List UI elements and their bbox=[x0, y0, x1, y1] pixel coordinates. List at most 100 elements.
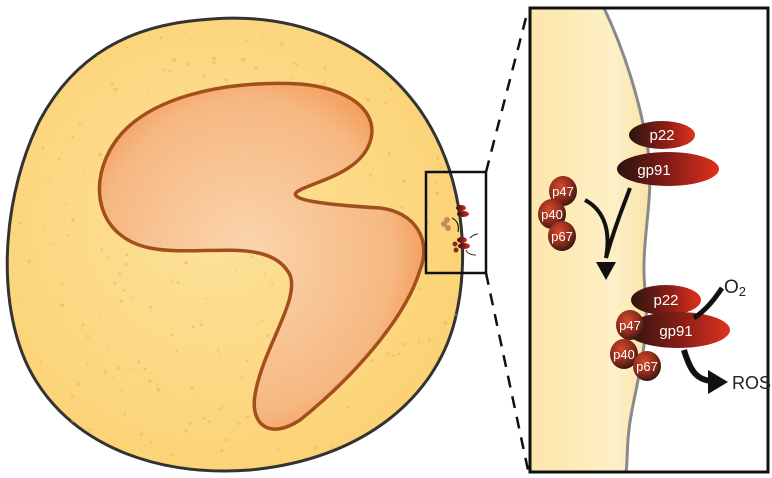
granule bbox=[412, 125, 414, 127]
granule bbox=[278, 448, 280, 450]
granule bbox=[219, 357, 221, 359]
granule bbox=[279, 25, 281, 27]
granule bbox=[245, 39, 248, 42]
assembled-p40-label: p40 bbox=[613, 347, 635, 362]
granule bbox=[434, 181, 437, 184]
p22-label: p22 bbox=[649, 127, 674, 144]
granule bbox=[200, 323, 203, 326]
granule bbox=[293, 62, 296, 65]
granule bbox=[150, 441, 153, 444]
granule bbox=[243, 58, 246, 61]
p47-label: p47 bbox=[552, 184, 574, 199]
granule bbox=[280, 42, 283, 45]
granule bbox=[113, 281, 116, 284]
granule bbox=[125, 253, 128, 256]
granule bbox=[222, 405, 224, 407]
granule bbox=[73, 167, 75, 169]
granule bbox=[141, 282, 143, 284]
granule bbox=[418, 341, 421, 344]
granule bbox=[104, 370, 107, 373]
granule bbox=[254, 67, 257, 70]
granule bbox=[241, 375, 244, 378]
zoom-line-top bbox=[486, 10, 528, 172]
granule bbox=[369, 174, 372, 177]
granule bbox=[60, 303, 64, 307]
granule bbox=[21, 297, 23, 299]
assembled-p67-label: p67 bbox=[636, 359, 658, 374]
granule bbox=[188, 422, 191, 425]
granule bbox=[111, 82, 114, 85]
granule bbox=[330, 447, 333, 450]
granule bbox=[444, 321, 448, 325]
granule bbox=[219, 407, 222, 410]
granule bbox=[100, 356, 102, 358]
granule bbox=[313, 446, 317, 450]
granule bbox=[78, 122, 81, 125]
granule bbox=[163, 69, 166, 72]
granule bbox=[129, 368, 131, 370]
granule bbox=[71, 419, 74, 422]
granule bbox=[53, 243, 55, 245]
granule bbox=[449, 298, 451, 300]
gp91-label: gp91 bbox=[637, 162, 670, 179]
granule bbox=[185, 429, 188, 432]
granule bbox=[390, 88, 393, 91]
granule bbox=[89, 428, 92, 431]
granule bbox=[81, 323, 84, 326]
granule bbox=[176, 349, 179, 352]
granule bbox=[235, 271, 237, 273]
granule bbox=[397, 352, 400, 355]
granule bbox=[214, 266, 216, 268]
granule bbox=[437, 357, 439, 359]
granule bbox=[92, 89, 94, 91]
granule bbox=[225, 438, 228, 441]
p40-label: p40 bbox=[541, 207, 563, 222]
granule bbox=[113, 87, 117, 91]
granule bbox=[47, 180, 49, 182]
granule bbox=[271, 283, 273, 285]
granule bbox=[190, 387, 193, 390]
granule bbox=[246, 360, 248, 362]
granule bbox=[323, 66, 326, 69]
granule bbox=[177, 281, 180, 284]
granule bbox=[86, 334, 89, 337]
granule bbox=[42, 228, 44, 230]
granule bbox=[250, 255, 253, 258]
ros-label: ROS bbox=[732, 373, 771, 393]
granule bbox=[191, 38, 193, 40]
granule bbox=[212, 61, 216, 65]
granule bbox=[174, 60, 176, 62]
granule bbox=[439, 167, 442, 170]
granule bbox=[71, 395, 75, 399]
granule bbox=[202, 417, 205, 420]
granule bbox=[266, 334, 269, 337]
zoom-panel: p22 gp91 p47 p40 p67 p22 gp91 p47 p40 bbox=[530, 8, 771, 472]
cell bbox=[7, 18, 462, 471]
granule bbox=[112, 376, 114, 378]
granule bbox=[56, 95, 59, 98]
granule bbox=[71, 135, 74, 138]
p67-label: p67 bbox=[551, 229, 573, 244]
granule bbox=[84, 169, 86, 171]
granule bbox=[156, 383, 159, 386]
granule bbox=[56, 388, 58, 390]
granule bbox=[117, 367, 120, 370]
granule bbox=[65, 202, 67, 204]
granule bbox=[386, 352, 389, 355]
granule bbox=[42, 147, 45, 150]
granule bbox=[184, 261, 188, 265]
granule bbox=[263, 34, 265, 36]
granule bbox=[147, 93, 149, 95]
granule bbox=[403, 343, 406, 346]
granule bbox=[212, 56, 216, 60]
assembled-p22-label: p22 bbox=[653, 292, 678, 309]
granule bbox=[120, 389, 122, 391]
granule bbox=[118, 272, 121, 275]
zoom-line-bottom bbox=[486, 273, 528, 470]
granule bbox=[205, 298, 207, 300]
granule bbox=[171, 453, 175, 457]
granule bbox=[455, 314, 457, 316]
granule bbox=[292, 77, 294, 79]
granule bbox=[137, 445, 139, 447]
